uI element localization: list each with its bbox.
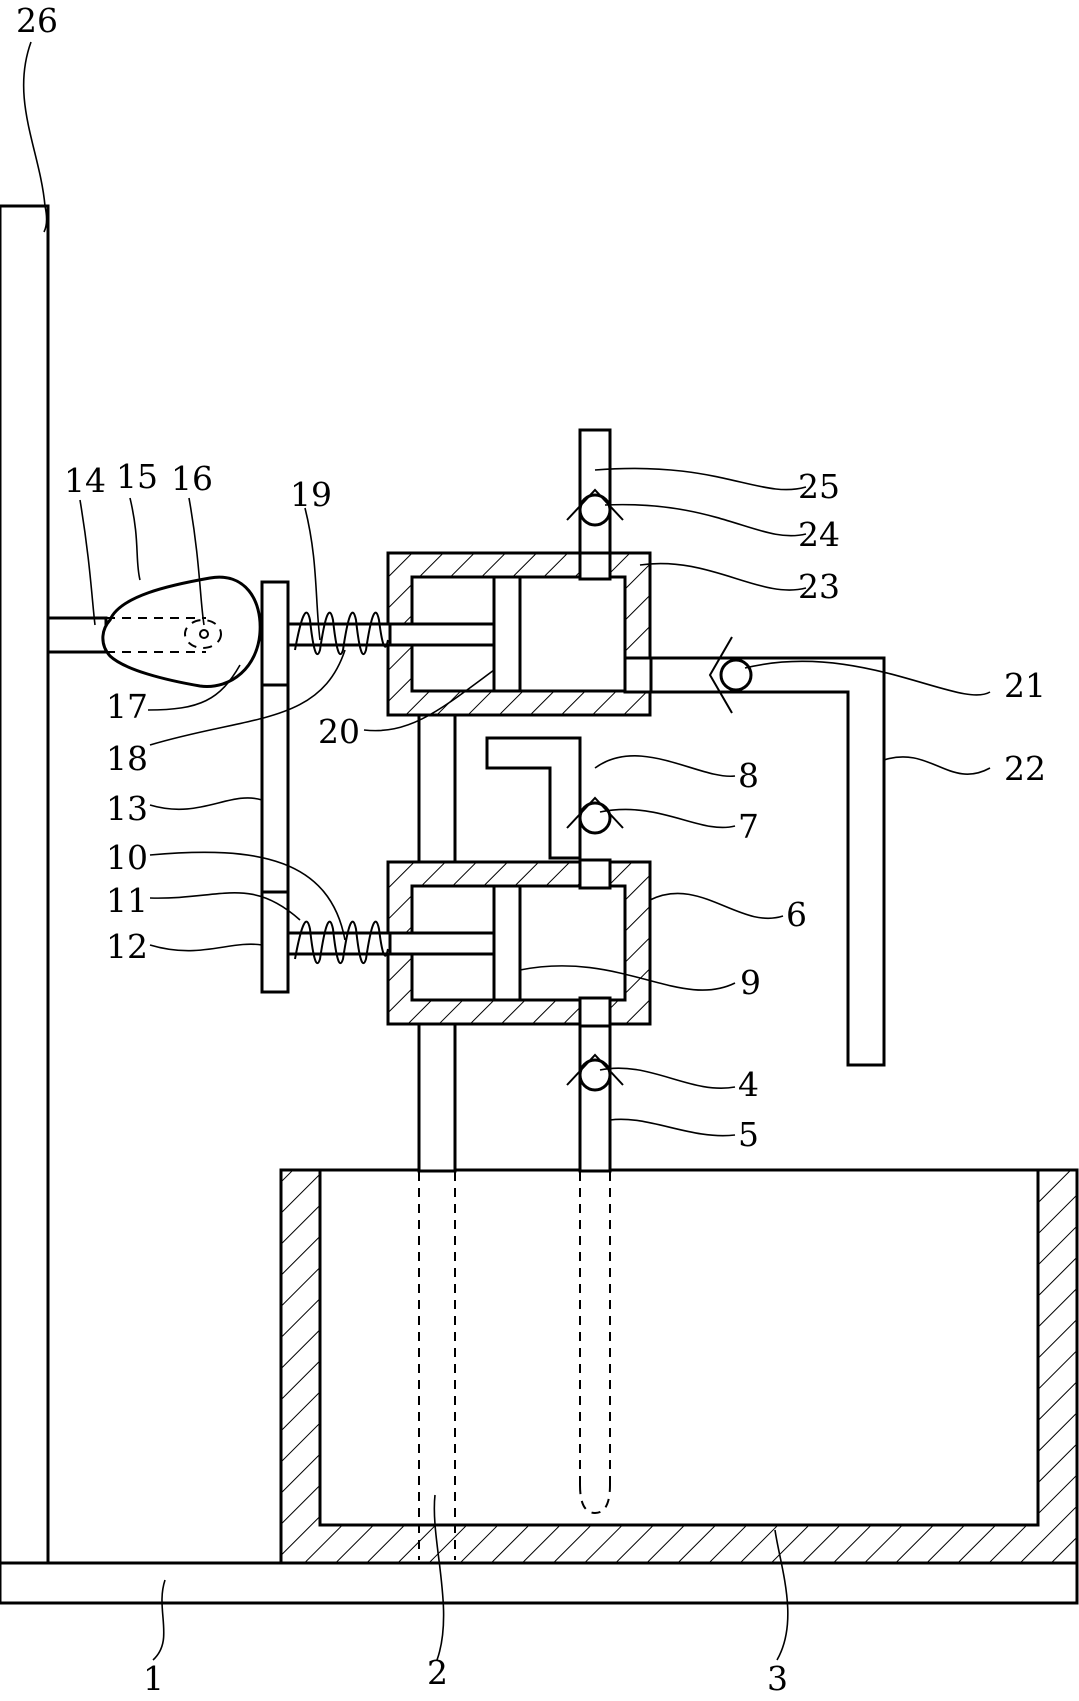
label-15: 15 [116, 457, 158, 496]
leader-23 [639, 562, 807, 591]
label-3: 3 [767, 1659, 788, 1696]
leader-21 [744, 660, 991, 696]
outlet-pipe [578, 428, 612, 557]
cam [101, 575, 262, 688]
lower-cylinder-top-port [578, 858, 612, 890]
label-23: 23 [798, 567, 840, 606]
leader-12 [149, 943, 263, 952]
label-6: 6 [786, 895, 807, 934]
label-10: 10 [106, 838, 148, 877]
label-22: 22 [1004, 749, 1046, 788]
connecting-pipe [485, 736, 582, 860]
upper-cylinder-port [578, 551, 612, 581]
label-16: 16 [171, 459, 213, 498]
leader-2 [433, 1494, 445, 1661]
upper-cylinder-side-port [623, 656, 653, 694]
cam-pivot [199, 629, 209, 639]
bracket-arm [46, 616, 108, 654]
leader-9 [519, 965, 736, 991]
leader-11 [149, 892, 301, 921]
leader-19 [304, 507, 321, 641]
label-25: 25 [798, 467, 840, 506]
connecting-bar [260, 683, 290, 894]
leader-5 [609, 1118, 736, 1137]
label-18: 18 [106, 739, 148, 778]
lower-spring [294, 920, 389, 965]
leader-7 [599, 808, 736, 829]
bottom-check-valve [578, 1058, 612, 1092]
lower-piston-rod [386, 931, 496, 956]
leader-3 [774, 1529, 789, 1661]
label-7: 7 [738, 807, 759, 846]
leader-18 [149, 649, 346, 746]
label-11: 11 [106, 881, 148, 920]
discharge-pipe [648, 656, 886, 1067]
upper-rod-head [260, 580, 290, 687]
label-14: 14 [64, 461, 106, 500]
label-8: 8 [738, 756, 759, 795]
label-4: 4 [738, 1065, 759, 1104]
leader-16 [188, 497, 205, 626]
leader-20 [363, 669, 495, 732]
label-24: 24 [798, 515, 840, 554]
leader-14 [79, 499, 96, 626]
tank-wall [279, 1168, 1079, 1565]
lower-cylinder-bottom-port [578, 996, 612, 1028]
leader-6 [649, 892, 784, 920]
leader-24 [604, 503, 807, 537]
label-5: 5 [738, 1115, 759, 1154]
suction-pipe-hidden-end [579, 1484, 611, 1515]
top-check-valve [578, 493, 612, 527]
upper-piston-rod [386, 622, 496, 647]
label-17: 17 [106, 687, 148, 726]
leader-25 [594, 467, 807, 491]
label-21: 21 [1004, 666, 1046, 705]
top-check-valve-seat [566, 488, 624, 521]
leader-1 [152, 1579, 166, 1661]
label-12: 12 [106, 927, 148, 966]
upper-piston [492, 575, 522, 693]
label-26: 26 [16, 1, 58, 40]
label-13: 13 [106, 789, 148, 828]
leader-13 [149, 797, 263, 810]
label-2: 2 [427, 1653, 448, 1692]
cam-shaft-hidden [106, 617, 206, 653]
lower-rod-extension [286, 931, 392, 956]
upper-rod-extension [286, 622, 392, 647]
leader-26 [22, 41, 48, 233]
label-1: 1 [143, 1659, 164, 1696]
middle-check-valve [578, 801, 612, 835]
base-plate [0, 1561, 1079, 1605]
lower-piston [492, 884, 522, 1002]
middle-check-valve-seat [566, 796, 624, 829]
label-9: 9 [740, 963, 761, 1002]
side-check-valve [719, 658, 753, 692]
upper-spring [294, 611, 389, 656]
leader-17 [147, 664, 241, 711]
upright-post [0, 204, 50, 1565]
side-check-valve-seat [708, 636, 733, 714]
leader-15 [129, 497, 141, 581]
label-20: 20 [318, 712, 360, 751]
leader-8 [594, 755, 736, 777]
label-19: 19 [290, 475, 332, 514]
leader-10 [149, 851, 346, 941]
cam-hub-hidden [184, 619, 222, 649]
leader-22 [883, 756, 991, 775]
bottom-check-valve-seat [566, 1053, 624, 1086]
leader-4 [599, 1067, 736, 1089]
